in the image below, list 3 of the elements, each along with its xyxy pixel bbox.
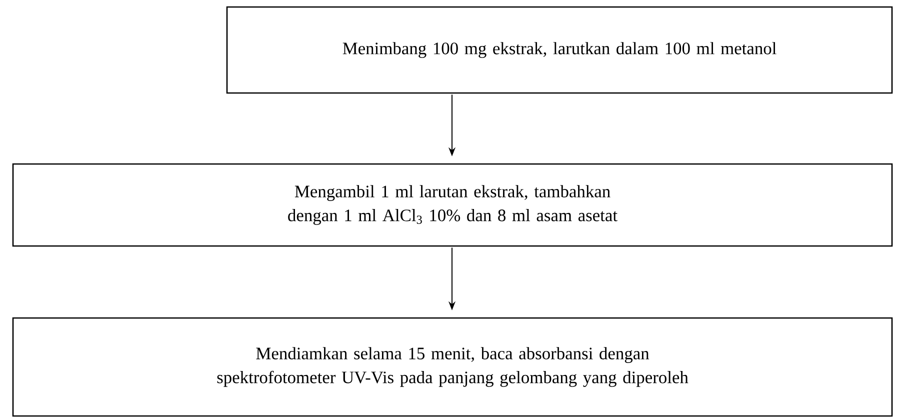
process-box: Menimbang 100 mg ekstrak, larutkan dalam 100 ml metanol bbox=[226, 6, 893, 94]
process-box: Mendiamkan selama 15 menit, baca absorbansi dengan spektrofotometer UV-Vis pada panjang gelombang yang diperoleh bbox=[12, 317, 893, 417]
process-box: Mengambil 1 ml larutan ekstrak, tambahkan dengan 1 ml AlCl$_{3}$ 10% dan 8 ml asam asetat bbox=[12, 163, 893, 247]
